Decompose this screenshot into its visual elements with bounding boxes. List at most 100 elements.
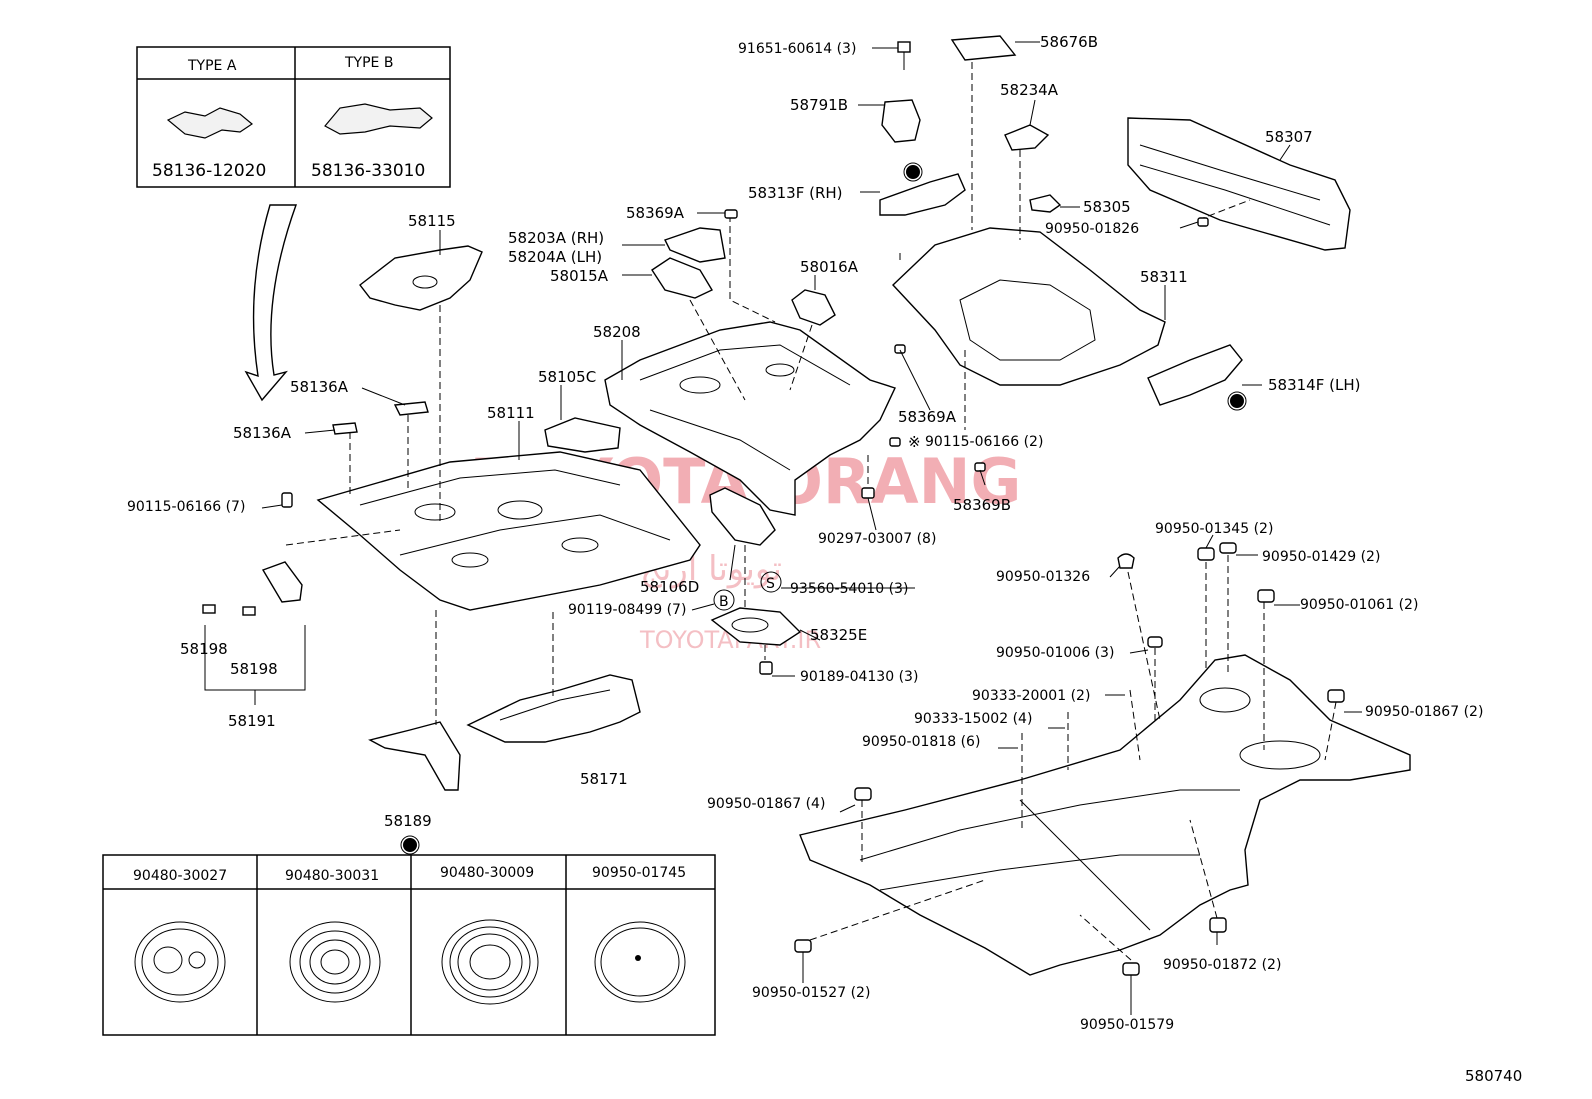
b-marker-text: B [719,594,729,610]
label-58314F: 58314F (LH) [1268,376,1360,394]
type-b-part-shape [324,103,433,135]
label-90950-01061: 90950-01061 (2) [1300,597,1418,613]
filled-circle-icon [1230,394,1244,408]
fastener-icons [281,209,1345,976]
label-58203A: 58203A (RH) [508,229,604,247]
part-58314F-shape [1147,344,1243,406]
label-58191: 58191 [228,712,276,730]
plug-3-icon [441,919,539,1005]
marker-symbols: B S ※ [400,162,1247,855]
label-90333-20001: 90333-20001 (2) [972,688,1090,704]
label-58369A-right: 58369A [898,408,957,426]
label-58234A: 58234A [1000,81,1059,99]
label-58676B: 58676B [1040,33,1098,51]
plug-1-icon [134,921,226,1003]
label-58369B: 58369B [953,496,1011,514]
rear-underbody [799,654,1411,976]
curved-arrow [244,204,297,402]
part-58791B-shape [881,99,921,143]
label-90950-01818: 90950-01818 (6) [862,734,980,750]
type-a-header: TYPE A [187,58,237,74]
label-90950-01006: 90950-01006 (3) [996,645,1114,661]
type-a-part-shape [166,107,254,139]
label-58106D: 58106D [640,578,699,596]
part-58105C-shape [544,417,621,453]
label-90115-06166-2: 90115-06166 (2) [925,434,1043,450]
part-58676B-shape [950,35,1017,61]
label-58311: 58311 [1140,268,1188,286]
label-58307: 58307 [1265,128,1313,146]
part-58136A-small [332,401,429,435]
type-b-header: TYPE B [344,55,393,71]
filled-circle-icon [906,165,920,179]
part-58234A-shape [1004,124,1050,151]
spare-tire-well-58311 [892,227,1166,386]
type-table: TYPE A TYPE B 58136-12020 58136-33010 [136,46,451,188]
part-58015A-shape [651,257,713,299]
label-90950-01345: 90950-01345 (2) [1155,521,1273,537]
label-90333-15002: 90333-15002 (4) [914,711,1032,727]
front-floor-pan [316,451,701,611]
label-58136A-1: 58136A [290,378,349,396]
plug-4-icon [594,921,686,1003]
plug-2-label: 90480-30031 [285,868,379,884]
x-marker-text: ※ [908,433,921,451]
label-90950-01826: 90950-01826 [1045,221,1139,237]
plug-3-label: 90480-30009 [440,865,534,881]
label-58189: 58189 [384,812,432,830]
b-marker-icon [713,589,735,611]
part-58305-shape [1029,194,1062,213]
part-58203A-shape [664,227,726,263]
label-58198-2: 58198 [230,660,278,678]
plug-2-icon [289,921,381,1003]
type-b-part: 58136-33010 [311,161,425,181]
center-dash-leaders [689,215,869,660]
left-dash-leaders [285,305,554,725]
part-58325E-shape [710,607,802,646]
label-58171: 58171 [580,770,628,788]
label-58115: 58115 [408,212,456,230]
part-58016A-shape [791,289,836,326]
part-labels: 58115 58136A 58136A 90115-06166 (7) 5819… [127,33,1522,1085]
part-58208-shape [604,321,896,516]
label-58325E: 58325E [810,626,867,644]
part-58191-shape [202,561,306,705]
part-58171-shape [466,674,641,743]
top-dash-leaders [899,62,1251,430]
label-58791B: 58791B [790,96,848,114]
part-58106D-shape [709,487,776,546]
label-90115-06166-7: 90115-06166 (7) [127,499,245,515]
part-58115-shape [359,245,483,311]
label-58105C: 58105C [538,368,596,386]
diagram-id: 580740 [1465,1067,1522,1085]
label-58015A: 58015A [550,267,609,285]
label-90950-01579: 90950-01579 [1080,1017,1174,1033]
type-a-part: 58136-12020 [152,161,266,181]
s-marker-icon [760,571,782,593]
filled-circle-icon [403,838,417,852]
label-90189-04130: 90189-04130 (3) [800,669,918,685]
part-58189-shape [368,721,461,791]
label-58204A: 58204A (LH) [508,248,602,266]
plug-1-label: 90480-30027 [133,868,227,884]
label-90297-03007: 90297-03007 (8) [818,531,936,547]
label-58198-1: 58198 [180,640,228,658]
label-90119-08499: 90119-08499 (7) [568,602,686,618]
label-90950-01872: 90950-01872 (2) [1163,957,1281,973]
part-58307-shape [1127,117,1351,251]
label-58208: 58208 [593,323,641,341]
label-58136A-2: 58136A [233,424,292,442]
label-90950-01867-2: 90950-01867 (2) [1365,704,1483,720]
plug-4-label: 90950-01745 [592,865,686,881]
label-58313F: 58313F (RH) [748,184,843,202]
part-91651-shape [897,41,911,70]
part-58313F-shape [879,173,966,216]
plug-table: 90480-30027 90480-30031 90480-30009 9095… [102,854,716,1036]
label-93560-54010: 93560-54010 (3) [790,581,908,597]
label-90950-01527: 90950-01527 (2) [752,985,870,1001]
label-91651-60614: 91651-60614 (3) [738,41,856,57]
label-90950-01326: 90950-01326 [996,569,1090,585]
label-58016A: 58016A [800,258,859,276]
right-dash-leaders [809,555,1337,961]
